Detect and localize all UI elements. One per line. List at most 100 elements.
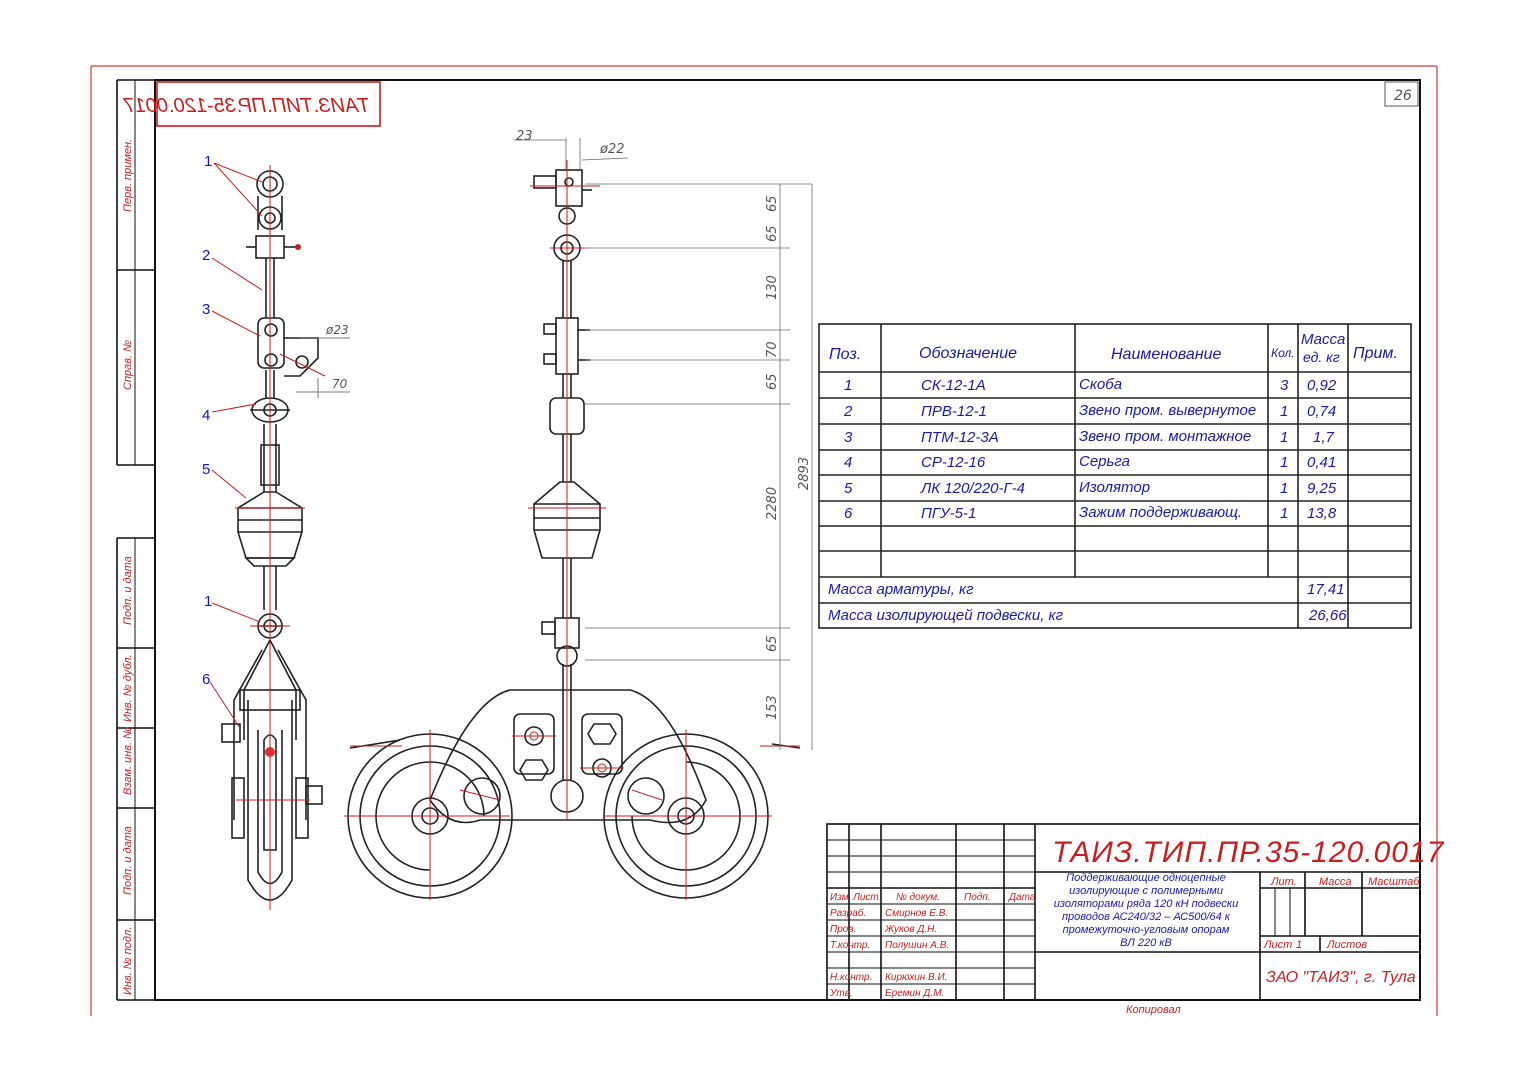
callout-3: 3 (202, 301, 210, 318)
spec-header-mass-2: ед. кг (1303, 349, 1340, 365)
total-assembly-label: Масса изолирующей подвески, кг (828, 607, 1064, 624)
footer-copy-label: Копировал (1126, 1004, 1181, 1016)
title-block-grid (826, 823, 1421, 1001)
spec-row-mass: 0,92 (1307, 377, 1337, 394)
callout-1-bottom: 1 (204, 593, 212, 610)
spec-header-note: Прим. (1353, 345, 1398, 362)
front-view-redlines (344, 160, 800, 900)
spec-table-grid (818, 323, 1412, 629)
sign-name: Кирюхин В.И. (885, 972, 947, 983)
spec-row-pos: 2 (843, 403, 853, 420)
sign-role: Утв. (829, 988, 853, 999)
front-view-assembly (347, 169, 801, 899)
callout-numbers: 1 2 3 4 5 1 6 (202, 153, 212, 688)
side-view-redlines (235, 165, 326, 910)
title-desc-line: ВЛ 220 кВ (1120, 937, 1172, 949)
sign-name: Полушин А.В. (885, 940, 949, 951)
spec-row-mass: 0,41 (1307, 454, 1336, 471)
spec-row-qty: 1 (1280, 403, 1288, 420)
callout-4: 4 (202, 407, 210, 424)
spec-header-pos: Поз. (829, 346, 861, 363)
sign-name: Еремин Д.М. (885, 988, 944, 999)
side-label-sign-date-1: Подп. и дата (122, 556, 134, 625)
dim-153: 153 (765, 695, 780, 720)
dim-70: 70 (765, 341, 780, 358)
spec-header-designation: Обозначение (919, 345, 1017, 362)
side-label-dup-inv: Инв. № дубл. (122, 654, 134, 722)
spec-row-name: Серьга (1079, 453, 1130, 470)
side-strip (116, 79, 155, 1001)
sign-role: Н.контр. (830, 972, 872, 983)
side-label-orig-inv: Инв. № подл. (122, 927, 134, 995)
spec-row-designation: ПРВ-12-1 (921, 403, 987, 420)
lit-label: Лит. (1270, 876, 1297, 888)
spec-table-rows: 1 СК-12-1А Скоба 3 0,92 2 ПРВ-12-1 Звено… (843, 376, 1337, 522)
spec-row-mass: 0,74 (1307, 403, 1336, 420)
col-header-sheet: Лист (852, 892, 879, 903)
title-desc-line: проводов АС240/32 – АС500/64 к (1062, 911, 1231, 923)
total-assembly-value: 26,66 (1308, 607, 1347, 624)
side-view-assembly (221, 170, 323, 901)
sheet-label: Лист (1263, 939, 1292, 951)
sign-name: Смирнов Е.В. (885, 908, 948, 919)
spec-row-mass: 13,8 (1307, 505, 1337, 522)
front-dimension-lines (514, 138, 813, 750)
link-dimensions (296, 337, 350, 398)
front-dimension-texts: 23 ø22 65 65 130 70 65 2280 65 153 2893 (516, 129, 812, 720)
spec-row-mass: 1,7 (1313, 429, 1335, 446)
company-name: ЗАО "ТАИЗ", г. Тула (1266, 969, 1416, 986)
callout-6: 6 (202, 671, 210, 688)
sign-role: Разраб. (830, 907, 866, 919)
spec-header-name: Наименование (1111, 346, 1222, 363)
sign-role: Т.контр. (830, 940, 870, 951)
spec-row-pos: 1 (844, 377, 852, 394)
spec-row-pos: 3 (844, 429, 853, 446)
mirrored-stamp-code: ТАИЗ.ТИП.ПР.35-120.0017 (123, 95, 370, 117)
side-label-first-use: Перв. примен. (122, 139, 134, 212)
scale-label: Масштаб (1368, 876, 1420, 888)
top-width-dim: 23 (516, 129, 533, 144)
sheet-number-box (1384, 81, 1419, 107)
spec-row-designation: ЛК 120/220-Г-4 (920, 480, 1025, 497)
callout-leaders (209, 162, 263, 729)
spec-row-designation: СК-12-1А (921, 377, 986, 394)
spec-row-designation: ПГУ-5-1 (921, 505, 976, 522)
dim-2280: 2280 (765, 487, 780, 520)
spec-row-designation: ПТМ-12-3А (921, 429, 999, 446)
sheet-number: 26 (1394, 88, 1412, 104)
sign-name: Жуков Д.Н. (884, 924, 937, 935)
dim-65-a: 65 (765, 195, 780, 212)
mirrored-stamp-box (156, 81, 381, 127)
spec-row-name: Звено пром. монтажное (1079, 428, 1251, 445)
spec-row-name: Скоба (1079, 376, 1122, 393)
sheets-label: Листов (1326, 939, 1367, 951)
spec-row-name: Изолятор (1079, 479, 1150, 496)
spec-row-designation: СР-12-16 (921, 454, 986, 471)
side-label-ref: Справ. № (122, 340, 134, 390)
sign-role: Пров. (830, 924, 856, 935)
dim-130: 130 (765, 275, 780, 300)
link-offset: 70 (332, 377, 348, 391)
spec-table-header: Поз. Обозначение Наименование Кол. Масса… (829, 331, 1398, 365)
spec-row-qty: 3 (1280, 377, 1289, 394)
spec-row-pos: 5 (844, 480, 853, 497)
total-fittings-label: Масса арматуры, кг (828, 581, 974, 598)
side-label-replace-inv: Взам. инв. № (122, 727, 134, 795)
spec-row-qty: 1 (1280, 454, 1288, 471)
title-block-texts: ТАИЗ.ТИП.ПР.35-120.0017 Поддерживающие о… (829, 836, 1444, 999)
side-label-sign-date-2: Подп. и дата (122, 826, 134, 895)
spec-row-qty: 1 (1280, 480, 1288, 497)
col-header-sign: Подп. (964, 892, 991, 903)
side-strip-labels: Перв. примен. Справ. № Подп. и дата Инв.… (122, 139, 134, 995)
trim-lines (90, 65, 1438, 1016)
col-header-doc: № докум. (896, 892, 940, 903)
sheet-value: 1 (1296, 939, 1302, 951)
spec-row-name: Зажим поддерживающ. (1079, 504, 1242, 521)
spec-row-name: Звено пром. вывернутое (1079, 402, 1256, 419)
dim-65-d: 65 (765, 635, 780, 652)
title-desc-line: промежуточно-угловым опорам (1063, 924, 1230, 936)
col-header-date: Дата (1008, 892, 1036, 903)
mass-label: Масса (1319, 876, 1352, 888)
title-desc-line: изолирующие с полимерными (1069, 885, 1223, 897)
spec-table-totals: Масса арматуры, кг 17,41 Масса изолирующ… (828, 581, 1347, 624)
